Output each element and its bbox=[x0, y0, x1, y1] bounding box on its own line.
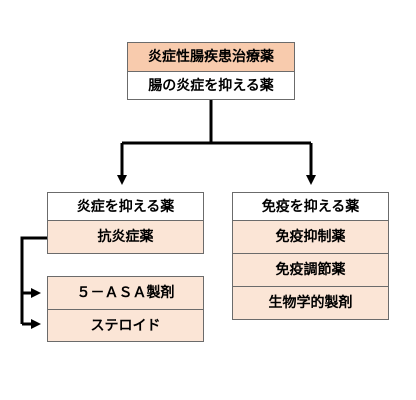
root-title-box: 炎症性腸疾患治療薬 bbox=[127, 42, 295, 72]
anti-inflammatory-label: 抗炎症薬 bbox=[97, 229, 154, 245]
5asa-label: ５－ＡＳＡ製剤 bbox=[76, 285, 175, 301]
5asa-box: ５－ＡＳＡ製剤 bbox=[47, 276, 204, 310]
immunomodulator-box: 免疫調節薬 bbox=[232, 253, 389, 287]
left-heading-box: 炎症を抑える薬 bbox=[47, 192, 204, 221]
immunomodulator-label: 免疫調節薬 bbox=[275, 262, 346, 278]
anti-inflammatory-box: 抗炎症薬 bbox=[47, 220, 204, 254]
sub-bracket-line bbox=[20, 236, 47, 324]
root-title: 炎症性腸疾患治療薬 bbox=[148, 49, 274, 65]
immunosuppressant-box: 免疫抑制薬 bbox=[232, 220, 389, 254]
left-heading: 炎症を抑える薬 bbox=[76, 198, 175, 215]
biologic-label: 生物学的製剤 bbox=[268, 295, 353, 311]
right-heading-box: 免疫を抑える薬 bbox=[232, 192, 389, 221]
root-subtitle: 腸の炎症を抑える薬 bbox=[148, 77, 274, 94]
steroid-label: ステロイド bbox=[90, 317, 161, 334]
right-heading: 免疫を抑える薬 bbox=[261, 198, 360, 215]
immunosuppressant-label: 免疫抑制薬 bbox=[275, 229, 346, 245]
root-subtitle-box: 腸の炎症を抑える薬 bbox=[127, 71, 295, 100]
steroid-box: ステロイド bbox=[47, 309, 204, 342]
biologic-box: 生物学的製剤 bbox=[232, 286, 389, 320]
